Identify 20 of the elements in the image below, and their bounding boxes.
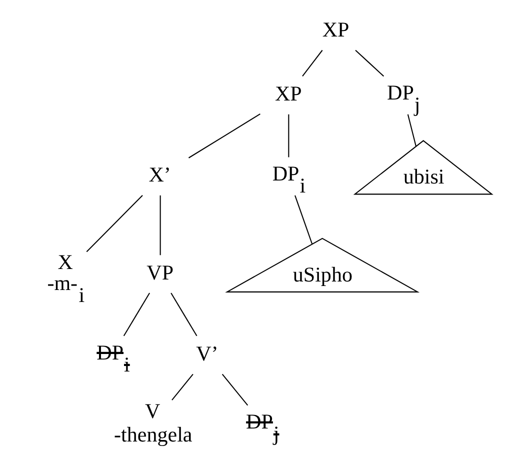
connector <box>222 374 248 406</box>
connector <box>160 195 161 256</box>
connector <box>172 374 194 400</box>
node-text: VP <box>146 260 174 284</box>
node-text: V’ <box>196 341 218 366</box>
node-text: XP <box>274 82 302 106</box>
node-label: -thengela <box>114 422 192 446</box>
connector <box>302 50 323 77</box>
connector <box>355 50 384 77</box>
node-text: XP <box>322 18 350 42</box>
connector <box>170 292 198 336</box>
node-text: X <box>58 250 73 274</box>
connector <box>294 195 313 244</box>
connector <box>123 292 150 336</box>
connector <box>288 114 290 158</box>
node-text: V <box>145 399 160 424</box>
connector <box>86 195 143 252</box>
node-text: X’ <box>148 162 171 187</box>
connector <box>407 114 417 146</box>
connector <box>188 114 260 158</box>
